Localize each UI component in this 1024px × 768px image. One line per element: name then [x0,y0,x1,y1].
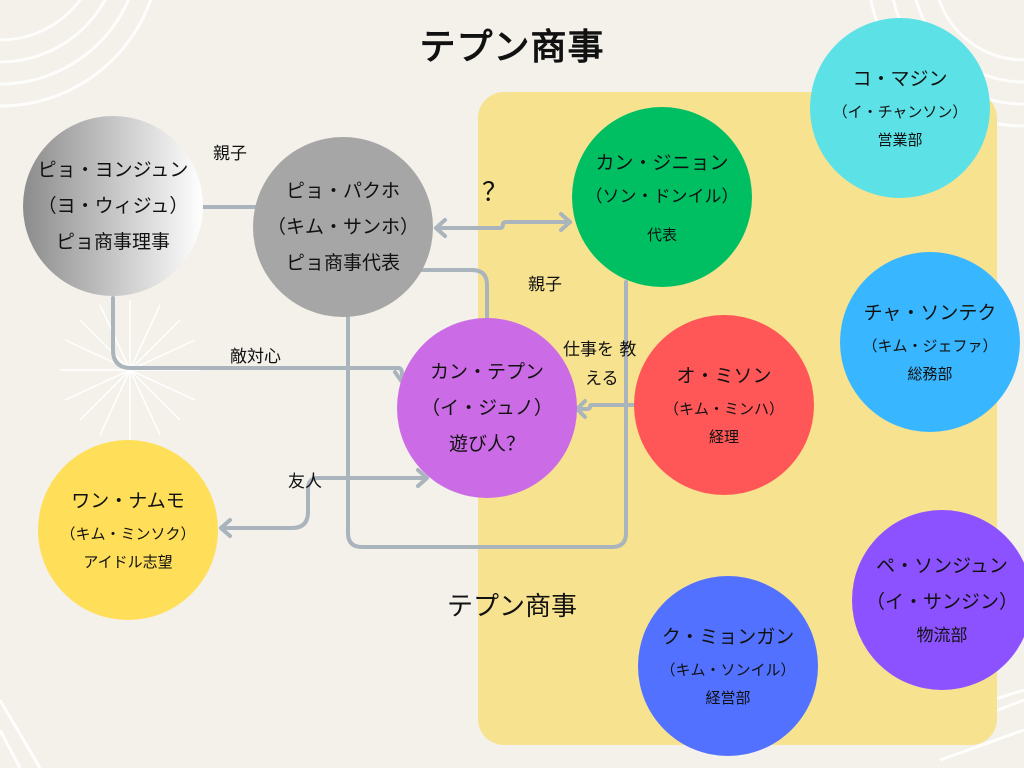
actor-name: （キム・ミンハ） [663,399,784,418]
person-name: ピョ・パクホ [285,179,400,202]
arrow-right-icon [416,468,429,488]
person-node-wan-namumo: ワン・ナムモ （キム・ミンソク） アイドル志望 [38,440,218,620]
person-name: ク・ミョンガン [661,626,795,649]
arrow-left-icon [219,518,232,538]
person-role: ピョ商事代表 [285,252,400,275]
person-name: ワン・ナムモ [71,490,185,513]
actor-name: （ソン・ドンイル） [585,186,739,207]
person-name: ペ・ソンジュン [876,554,1008,577]
person-name: オ・ミソン [676,365,772,388]
person-role: 営業部 [877,131,923,150]
page-title: テプン商事 [419,27,605,68]
relation-label: 親子 [528,275,562,295]
person-role: 代表 [646,225,677,244]
person-role: 経営部 [705,689,751,708]
person-name: ピョ・ヨンジュン [37,158,189,181]
company-label: テプン商事 [446,592,577,622]
connector-teach [575,403,636,411]
relation-label: 敵対心 [230,347,281,367]
person-node-o-minson: オ・ミソン （キム・ミンハ） 経理 [634,315,814,495]
person-node-pe-sonjun: ペ・ソンジュン （イ・サンジン） 物流部 [852,510,1024,690]
person-node-pyo-yonjun: ピョ・ヨンジュン （ヨ・ウィジュ） ピョ商事理事 [23,116,203,296]
person-name: カン・テプン [429,360,544,383]
relation-label: 親子 [213,144,247,164]
person-role: 経理 [708,428,739,447]
relation-label: ？ [482,178,509,208]
connector-parent-child-2 [346,268,628,549]
person-name: コ・マジン [852,68,948,91]
person-role: 物流部 [916,625,968,646]
arrow-right-icon [559,212,572,232]
person-name: カン・ジニョン [595,151,729,174]
person-role: 総務部 [907,365,953,384]
relation-label: える [585,369,619,389]
person-node-kang-jinyon: カン・ジニョン （ソン・ドンイル） 代表 [572,107,752,287]
actor-name: （キム・ミンソク） [60,524,196,543]
starburst-icon [60,300,200,440]
actor-name: （キム・ソンイル） [660,660,796,679]
person-name: チャ・ソンテク [863,302,997,325]
person-node-ko-majin: コ・マジン （イ・チャンソン） 営業部 [810,18,990,198]
connector-rivalry [111,296,404,382]
person-node-pyo-pakho: ピョ・パクホ （キム・サンホ） ピョ商事代表 [253,137,433,317]
person-node-cha-sontek: チャ・ソンテク （キム・ジェファ） 総務部 [840,252,1020,432]
arrow-left-icon [575,399,587,419]
person-role: 遊び人？ [448,433,525,456]
person-node-kang-tepun: カン・テプン （イ・ジュノ） 遊び人？ [397,318,577,498]
actor-name: （イ・チャンソン） [832,102,968,121]
person-role: アイドル志望 [83,553,173,572]
person-role: ピョ商事理事 [55,231,170,254]
actor-name: （イ・サンジン） [865,590,1018,613]
relation-label: 友人 [288,472,322,492]
connector-friend [219,476,428,530]
connector-unknown [434,220,572,230]
actor-name: （ヨ・ウィジュ） [37,194,189,217]
actor-name: （キム・ジェファ） [862,336,998,355]
actor-name: （イ・ジュノ） [421,396,553,419]
person-node-ku-myongan: ク・ミョンガン （キム・ソンイル） 経営部 [638,576,818,756]
decorative-arc [0,0,82,42]
actor-name: （キム・サンホ） [266,215,419,238]
relation-label: 仕事を 教 [563,340,637,360]
arrow-left-icon [434,218,447,238]
